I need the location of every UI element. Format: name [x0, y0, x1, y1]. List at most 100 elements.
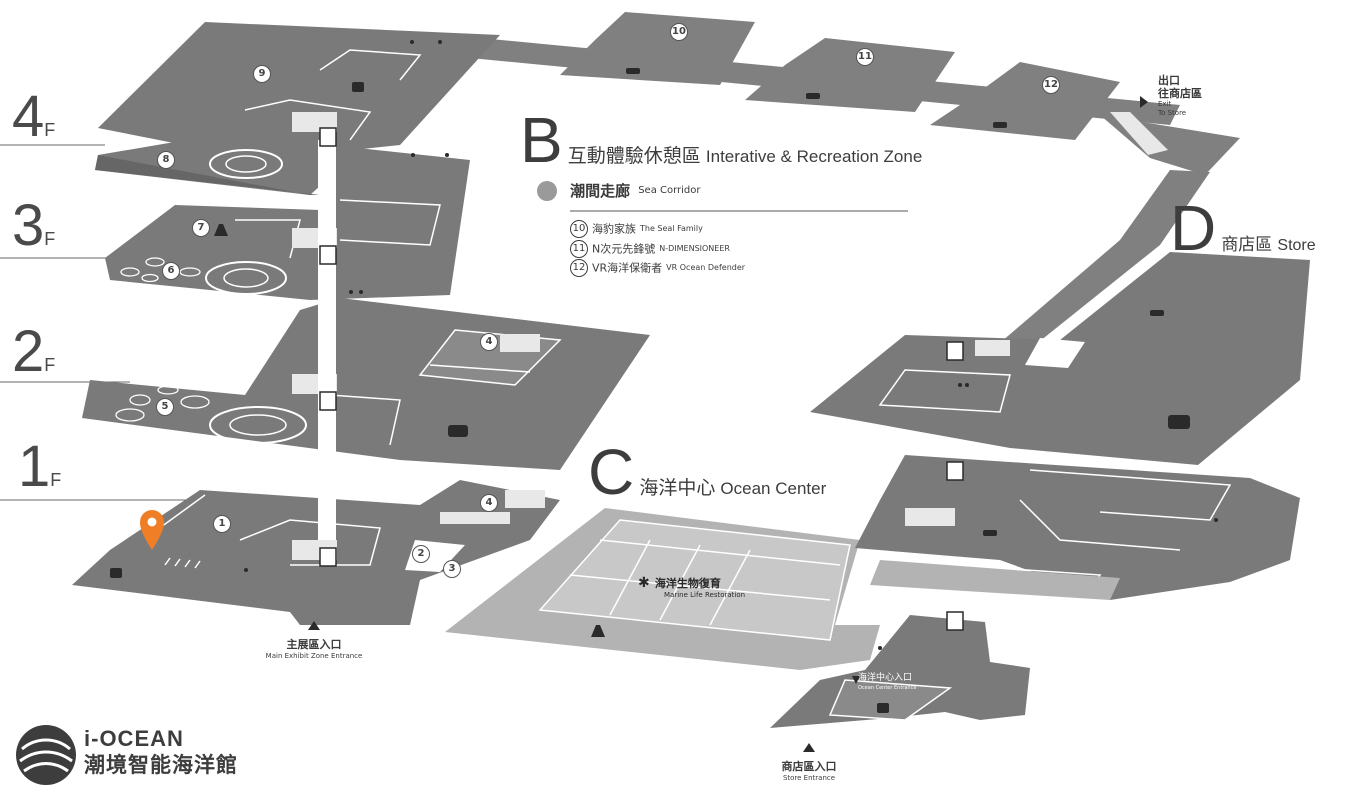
legend-number: 11 [570, 239, 588, 258]
marker-11[interactable]: 11 [856, 48, 874, 66]
entrance-arrows [308, 96, 1148, 752]
zone-letter: C [588, 436, 635, 508]
food-icon [1150, 310, 1164, 316]
entrance-zh: 海洋中心入口 [858, 673, 913, 683]
marker-12[interactable]: 12 [1042, 76, 1060, 94]
exit-label: 出口 往商店區 Exit To Store [1158, 74, 1202, 118]
legend-zh: 海豹家族 [592, 222, 636, 236]
legend-number: 12 [570, 258, 588, 277]
coral-icon: ✱ [638, 575, 650, 591]
entrance-en: Store Entrance [782, 774, 836, 782]
food-icon [806, 93, 820, 99]
elevator-shaft [318, 140, 336, 540]
main-entrance-label: 主展區入口 Main Exhibit Zone Entrance [264, 636, 364, 660]
sea-corridor-label: 潮間走廊 Sea Corridor [537, 180, 701, 201]
floor-suffix: F [44, 355, 56, 375]
marine-label: ✱ 海洋生物復育 Marine Life Restoration [638, 572, 745, 599]
exit-to-store-en: To Store [1158, 109, 1187, 117]
floor-3-plan [105, 145, 470, 300]
ocean-center-entrance-label: 海洋中心入口 Ocean Center Entrance [858, 673, 916, 693]
floor-number: 1 [18, 434, 51, 499]
floor-suffix: F [44, 120, 56, 140]
corridor-stairs [1110, 112, 1168, 155]
zone-name-zh: 商店區 [1221, 235, 1273, 255]
exit-to-store-zh: 往商店區 [1158, 87, 1202, 100]
c-to-d-corridor [870, 560, 1120, 600]
flask-icon [214, 224, 228, 236]
corridor-name-en: Sea Corridor [638, 185, 701, 196]
legend-zh: VR海洋保衛者 [592, 261, 663, 275]
marker-4[interactable]: 4 [480, 494, 498, 512]
marine-zh: 海洋生物復育 [654, 577, 721, 590]
marker-9[interactable]: 9 [253, 65, 271, 83]
flask-icon [591, 625, 605, 637]
info-icon [878, 646, 882, 650]
zone-name-en: Ocean Center [720, 479, 827, 498]
zone-letter: B [520, 104, 563, 176]
sea-lion-icon [1168, 415, 1190, 429]
elevator-icon [319, 127, 964, 631]
marker-5[interactable]: 5 [156, 398, 174, 416]
marker-8[interactable]: 8 [157, 151, 175, 169]
entrance-zh: 商店區入口 [781, 760, 837, 773]
zone-d-plan [810, 252, 1310, 601]
exit-en: Exit [1158, 100, 1172, 108]
logo-en: i-OCEAN [84, 726, 184, 751]
entrance-en: Main Exhibit Zone Entrance [265, 652, 363, 660]
i-ocean-logo: i-OCEAN 潮境智能海洋館 [84, 726, 238, 778]
marker-2[interactable]: 2 [412, 545, 430, 563]
floor-label-4: 4F [12, 88, 55, 146]
floor-number: 3 [12, 193, 45, 258]
floor-suffix: F [44, 229, 56, 249]
shop-bag-icon [110, 568, 122, 578]
marker-1[interactable]: 1 [213, 515, 231, 533]
legend-item-10: 10 海豹家族 The Seal Family [570, 218, 703, 238]
food-icon [993, 122, 1007, 128]
zone-d-title: D 商店區 Store [1170, 196, 1316, 260]
entrance-en: Ocean Center Entrance [858, 685, 917, 691]
sea-corridor-icon [537, 180, 557, 201]
floor-label-2: 2F [12, 323, 55, 381]
amenity-icons [110, 40, 1218, 713]
marker-3[interactable]: 3 [443, 560, 461, 578]
shop-bag-icon [877, 703, 889, 713]
zone-name-en: Interative & Recreation Zone [705, 147, 923, 166]
floor-number: 2 [12, 319, 45, 384]
entrance-zh: 主展區入口 [286, 638, 342, 651]
zone-c-plan [445, 508, 1030, 728]
floor-divider-lines [0, 144, 190, 501]
zone-name-zh: 互動體驗休憩區 [567, 145, 701, 167]
sea-lion-icon [448, 425, 468, 437]
exit-zh: 出口 [1158, 74, 1180, 87]
shop-bag-icon [352, 82, 364, 92]
floor-4-plan [95, 22, 500, 195]
legend-en: VR Ocean Defender [666, 263, 746, 272]
marker-4[interactable]: 4 [480, 333, 498, 351]
floor-number: 4 [12, 84, 45, 149]
zone-name-zh: 海洋中心 [639, 477, 716, 499]
zone-letter: D [1170, 192, 1217, 264]
corridor-name-zh: 潮間走廊 [570, 182, 631, 200]
info-icon [244, 568, 248, 572]
zone-c-title: C 海洋中心 Ocean Center [588, 440, 826, 504]
legend-number: 10 [570, 219, 588, 238]
floor-2-plan [82, 298, 650, 470]
floor-label-3: 3F [12, 197, 55, 255]
marker-7[interactable]: 7 [192, 219, 210, 237]
marine-en: Marine Life Restoration [664, 591, 746, 599]
zone-name-en: Store [1277, 237, 1316, 254]
location-pin-icon[interactable] [140, 510, 164, 550]
legend-en: N-DIMENSIONEER [659, 244, 730, 253]
marker-10[interactable]: 10 [670, 23, 688, 41]
marker-6[interactable]: 6 [162, 262, 180, 280]
floor-suffix: F [50, 470, 62, 490]
i-ocean-logo-mark [16, 725, 76, 785]
zone-b-title: B 互動體驗休憩區 Interative & Recreation Zone [520, 108, 922, 172]
legend-en: The Seal Family [640, 224, 703, 233]
legend-zh: N次元先鋒號 [592, 242, 656, 256]
logo-zh: 潮境智能海洋館 [84, 753, 238, 777]
store-entrance-label: 商店區入口 Store Entrance [770, 758, 848, 782]
